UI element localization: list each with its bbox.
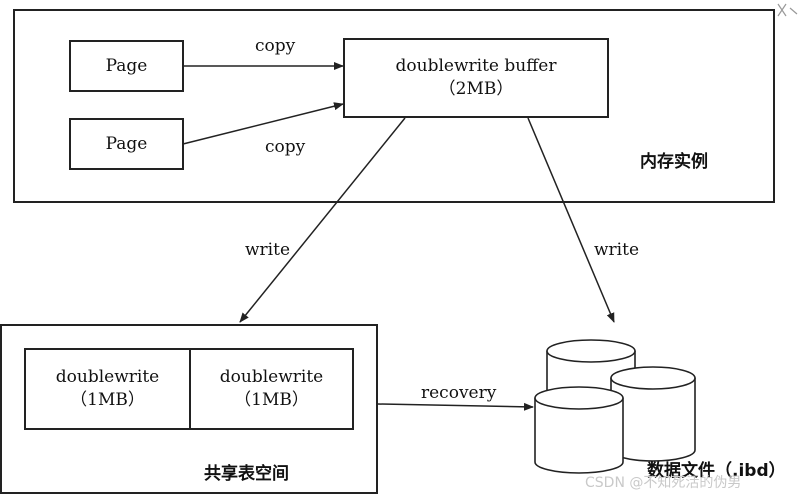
page-box-top: Page [69, 40, 184, 92]
cylinder-right [610, 366, 696, 462]
recovery-label: recovery [421, 383, 497, 403]
recovery-arrow [377, 402, 534, 411]
doublewrite-block-1-size: （1MB） [70, 390, 145, 410]
datafile-label: 数据文件（.ibd） [647, 461, 786, 481]
copy-label-bottom: copy [265, 137, 306, 157]
corner-mark [777, 3, 798, 17]
memory-instance-frame [13, 9, 775, 203]
doublewrite-buffer-label: doublewrite buffer [395, 56, 557, 77]
write-arrow-to-datafile [527, 117, 615, 323]
copy-label-top: copy [255, 36, 296, 56]
write-label-left: write [245, 240, 291, 260]
watermark-text: CSDN @不知死活的伪男 [585, 475, 742, 491]
doublewrite-buffer-box: doublewrite buffer （2MB） [343, 38, 609, 118]
page-box-bottom: Page [69, 118, 184, 170]
memory-instance-title: 内存实例 [640, 152, 708, 172]
shared-tablespace-frame [0, 324, 378, 494]
write-arrow-to-shared [239, 117, 406, 323]
shared-tablespace-title: 共享表空间 [204, 464, 289, 484]
write-label-right: write [594, 240, 640, 260]
datafile-cylinders [534, 339, 696, 474]
page-label-bottom: Page [105, 133, 148, 154]
doublewrite-block-1-label: doublewrite [55, 367, 160, 388]
cylinder-front [534, 386, 624, 474]
page-label-top: Page [105, 55, 148, 76]
doublewrite-block-2-label: doublewrite [219, 367, 324, 388]
copy-arrow-bottom [182, 102, 344, 145]
doublewrite-block-2-size: （1MB） [234, 390, 309, 410]
doublewrite-block-1: doublewrite （1MB） [24, 348, 191, 430]
doublewrite-block-2: doublewrite （1MB） [189, 348, 354, 430]
doublewrite-buffer-size: （2MB） [438, 79, 514, 99]
